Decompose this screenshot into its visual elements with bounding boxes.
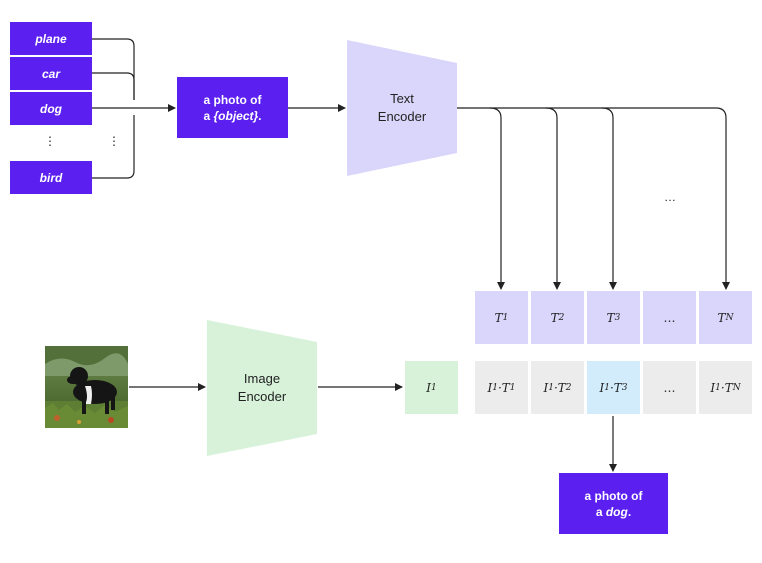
prompt-template-box: a photo of a {object}. <box>177 77 288 138</box>
prompt-line1: a photo of <box>203 92 262 107</box>
result-box: a photo of a dog. <box>559 473 668 534</box>
text-embedding-ellipsis: … <box>643 291 696 344</box>
arrows-ellipsis: … <box>664 190 676 204</box>
product-ellipsis: … <box>643 361 696 414</box>
text-encoder-shape <box>347 40 457 176</box>
arrow-encoder-to-t3 <box>601 107 617 290</box>
bracket-car <box>92 72 135 100</box>
bracket-ellipsis: ⋮ <box>108 134 120 148</box>
class-bird: bird <box>10 161 92 194</box>
result-line2: a dog. <box>595 504 632 519</box>
arrow-encoder-to-t1 <box>489 107 505 290</box>
prompt-object: {object} <box>213 108 259 123</box>
bracket-bird <box>92 115 135 179</box>
result-object: dog <box>605 504 628 519</box>
result-line1: a photo of <box>584 488 643 503</box>
prompt-line2: a {object}. <box>203 108 262 123</box>
dog-photo-art <box>45 346 128 428</box>
class-dog: dog <box>10 92 92 125</box>
class-car: car <box>10 57 92 90</box>
image-encoder-shape <box>207 320 317 456</box>
dog-photo <box>45 346 128 428</box>
arrow-encoder-to-t2 <box>545 107 561 290</box>
class-ellipsis: ⋮ <box>44 134 56 148</box>
bracket-plane <box>92 38 135 100</box>
class-plane: plane <box>10 22 92 55</box>
arrow-encoder-to-tN <box>457 107 730 290</box>
